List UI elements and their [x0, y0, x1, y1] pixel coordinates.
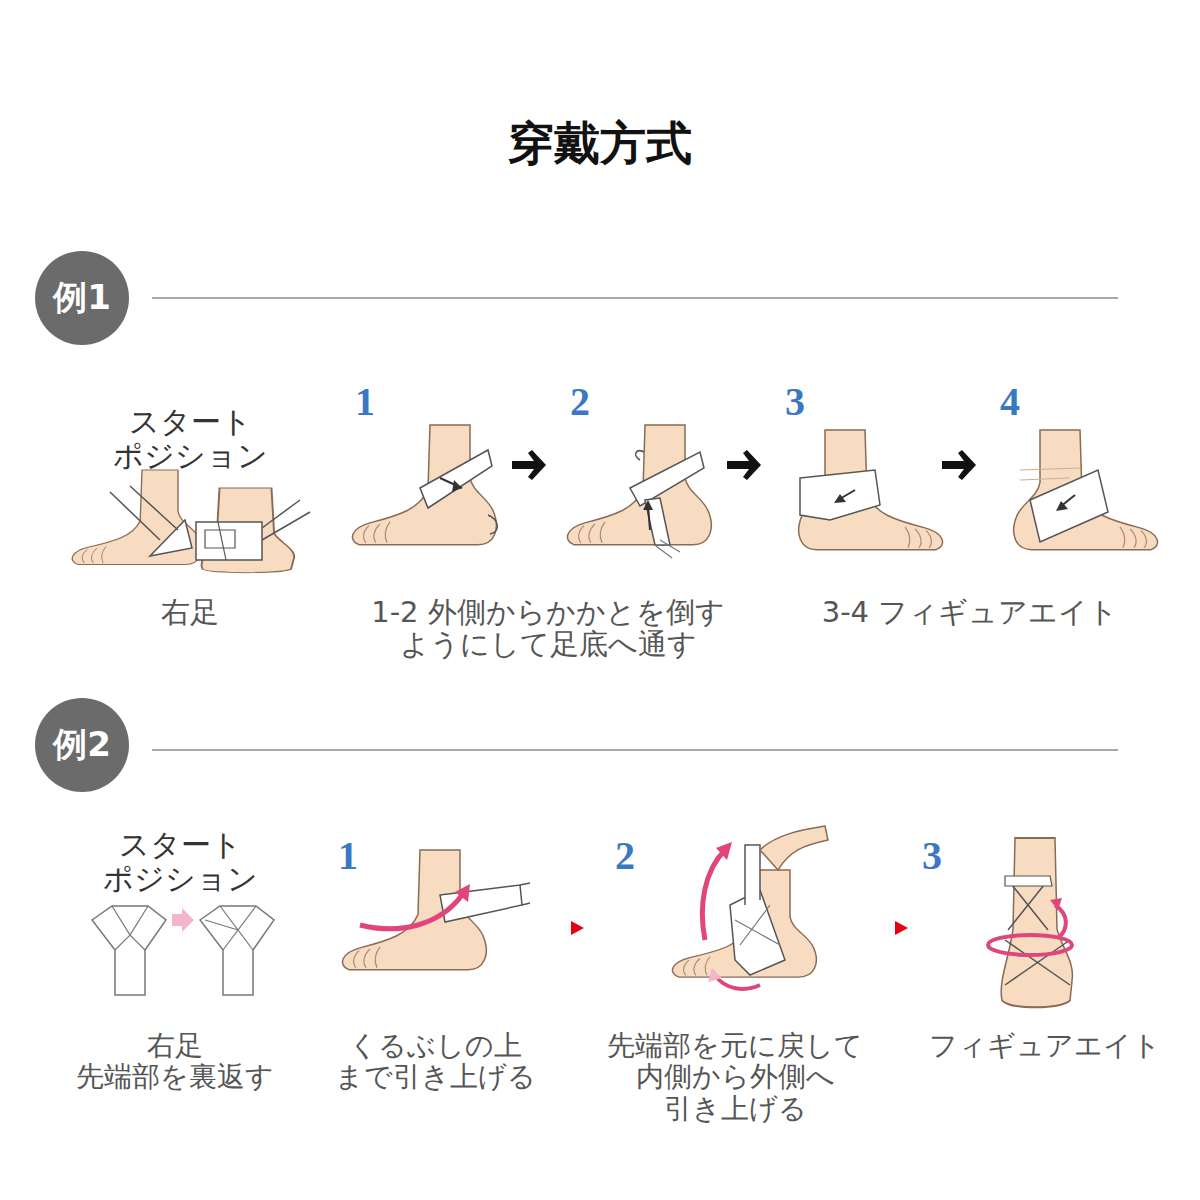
drawing-g: [512, 450, 976, 480]
drawing-use: [567, 425, 711, 545]
title: 穿戴方式: [508, 118, 692, 169]
caption-text: フィギュアエイト: [895, 1030, 1195, 1061]
caption-text: 右足: [130, 596, 250, 628]
drawing-path: [200, 906, 274, 995]
caption-text: 先端部を元に戻して 内側から外側へ 引き上げる: [600, 1030, 870, 1124]
drawing-path: [455, 884, 470, 902]
drawing-path: [1020, 468, 1080, 480]
drawing-path: [708, 968, 722, 982]
example-badge: 例1: [35, 251, 129, 345]
caption-text: スタート ポジション: [90, 828, 270, 895]
drawing-path: [110, 486, 192, 556]
drawing-path: [643, 500, 653, 510]
drawing-path: [512, 450, 546, 480]
drawing-path: [1005, 876, 1052, 886]
drawing-path: [745, 845, 760, 905]
drawing-path: [735, 905, 780, 945]
caption-text: 1-2 外側からかかとを倒す ようにして足底へ通す: [358, 596, 738, 661]
drawing-path: [834, 494, 846, 503]
step-number: 3: [785, 382, 805, 422]
drawing-path: [488, 515, 497, 534]
caption-text: 右足 先端部を裏返す: [60, 1030, 290, 1093]
badge-label: 例2: [53, 722, 111, 768]
caption-text: 3-4 フィギュアエイト: [760, 596, 1180, 628]
drawing-path: [895, 921, 908, 935]
step-number: 4: [1000, 382, 1020, 422]
drawing-path: [420, 450, 492, 508]
drawing-path: [1030, 470, 1108, 542]
drawing-use: [579, 522, 605, 543]
step-number: 1: [355, 382, 375, 422]
step-number: 2: [615, 836, 635, 876]
drawing-use: [1001, 838, 1072, 1007]
step-number: 1: [338, 836, 358, 876]
drawing-use: [72, 470, 201, 565]
drawing-use: [905, 527, 931, 548]
drawing-path: [205, 522, 235, 560]
drawing-path: [1055, 905, 1066, 938]
drawing-path: [716, 842, 732, 860]
drawing-path: [727, 450, 761, 480]
drawing-path: [1005, 880, 1070, 985]
step-number: 3: [922, 836, 942, 876]
drawing-path: [571, 921, 584, 935]
drawing-path: [656, 540, 680, 558]
drawing-path: [800, 470, 880, 520]
drawing-path: [1056, 501, 1068, 511]
drawing-path: [92, 906, 166, 995]
drawing-use: [1014, 430, 1158, 550]
drawing-path: [1050, 898, 1062, 910]
drawing-path: [262, 500, 310, 540]
caption-text: くるぶしの上 まで引き上げる: [320, 1030, 550, 1093]
caption-text: スタート ポジション: [100, 405, 280, 472]
drawing-path: [196, 522, 262, 560]
drawing-path: [702, 850, 725, 940]
drawing-path: [942, 450, 976, 480]
drawing-path: [760, 826, 828, 870]
drawing-path: [112, 906, 148, 950]
example-badge: 例2: [35, 698, 129, 792]
drawing-g: [1014, 430, 1158, 550]
drawing-path: [172, 908, 194, 932]
drawing-use: [364, 522, 390, 543]
drawing-path: [730, 890, 785, 975]
drawing-g: [1001, 838, 1072, 1007]
drawing-use: [684, 957, 710, 976]
drawing-g: [352, 425, 496, 545]
drawing-use: [82, 547, 106, 564]
drawing-line: [152, 297, 1118, 299]
drawing-path: [520, 883, 530, 905]
drawing-use: [352, 425, 496, 545]
drawing-g: [72, 470, 201, 565]
drawing-path: [715, 975, 760, 989]
badge-label: 例1: [53, 275, 111, 321]
drawing-g: [799, 430, 943, 550]
drawing-path: [452, 480, 462, 492]
drawing-use: [1120, 527, 1146, 548]
step-number: 2: [570, 382, 590, 422]
drawing-path: [205, 906, 256, 950]
drawing-path: [630, 452, 704, 506]
drawing-use: [354, 947, 380, 968]
drawing-use: [799, 430, 943, 550]
drawing-g: [567, 425, 711, 545]
drawing-path: [360, 895, 462, 929]
drawing-path: [636, 451, 644, 460]
drawing-line: [152, 749, 1118, 751]
